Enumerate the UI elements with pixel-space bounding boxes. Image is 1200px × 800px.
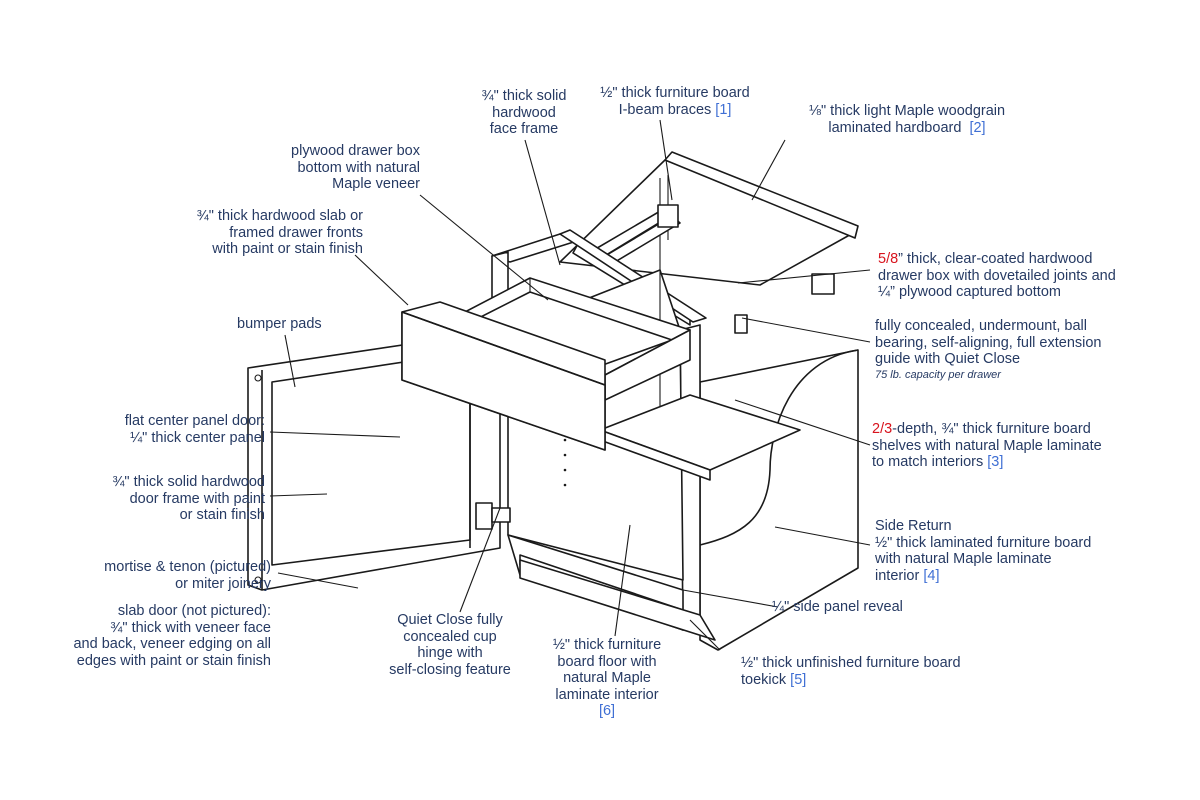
callout-ibeam-braces: ½" thick furniture board I-beam braces [… <box>580 85 770 118</box>
floor-line-2: board floor with <box>557 653 657 670</box>
drawer-box-line-2: drawer box with dovetailed joints and <box>878 267 1116 284</box>
hinge-line-4: self-closing feature <box>389 661 511 678</box>
callout-bumper-pads: bumper pads <box>237 316 347 333</box>
slab-door-line-2: ¾" thick with veneer face <box>110 619 271 636</box>
callout-center-panel: flat center panel door: ¼" thick center … <box>100 413 265 446</box>
guide-line-2: bearing, self-aligning, full extension <box>875 334 1102 351</box>
shelves-line-2: shelves with natural Maple laminate <box>872 437 1102 454</box>
door-frame-line-3: or stain finish <box>179 507 265 523</box>
slab-door-line-3: and back, veneer edging on all <box>73 636 271 652</box>
side-return-line-3: with natural Maple laminate <box>875 551 1052 567</box>
shelves-ref: [3] <box>987 454 1004 470</box>
drawer-box-line-3: ¼” plywood captured bottom <box>878 284 1061 300</box>
center-panel-line-1: flat center panel door: <box>124 413 265 429</box>
leader-lines <box>269 119 871 651</box>
shelves-line-1: -depth, ¾" thick furniture board <box>892 421 1091 437</box>
callout-hardboard: ⅛" thick light Maple woodgrain laminated… <box>790 103 1024 136</box>
joinery-line-2: or miter joinery <box>175 575 271 592</box>
drawer-box-depth: 5/8 <box>878 251 899 267</box>
hardboard-line-2: laminated hardboard <box>828 119 962 136</box>
callout-shelves: 2/3-depth, ¾" thick furniture board shel… <box>872 421 1172 471</box>
callout-toekick: ½" thick unfinished furniture board toek… <box>741 655 991 688</box>
callout-side-panel-reveal: ¼" side panel reveal <box>772 599 922 616</box>
callout-drawer-guide: fully concealed, undermount, ball bearin… <box>875 318 1155 382</box>
guide-capacity-note: 75 lb. capacity per drawer <box>875 368 1001 381</box>
floor-ref: [6] <box>598 703 616 719</box>
ibeam-line-1: ½" thick furniture board <box>600 85 750 101</box>
toekick <box>519 559 716 641</box>
callout-face-frame: ¾" thick solid hardwood face frame <box>458 88 590 138</box>
callout-drawer-box: 5/8” thick, clear-coated hardwood drawer… <box>878 251 1178 301</box>
callout-slab-door: slab door (not pictured): ¾" thick with … <box>50 603 271 669</box>
toekick-ref: [5] <box>790 671 807 688</box>
guide-line-3: guide with Quiet Close <box>875 351 1021 367</box>
hinge-line-1: Quiet Close fully <box>397 612 503 628</box>
face-frame-line-3: face frame <box>489 121 559 137</box>
callout-drawer-bottom: plywood drawer box bottom with natural M… <box>248 143 420 193</box>
hardboard-ref: [2] <box>969 119 986 136</box>
callout-floor: ½" thick furniture board floor with natu… <box>537 637 677 720</box>
callout-joinery: mortise & tenon (pictured) or miter join… <box>80 559 271 592</box>
cabinet-door <box>247 334 511 591</box>
floor-line-3: natural Maple <box>563 670 651 686</box>
drawer-fronts-line-3: with paint or stain finish <box>212 241 363 257</box>
floor-line-4: laminate interior <box>555 686 659 703</box>
bumper-text: bumper pads <box>237 316 322 332</box>
callout-drawer-fronts: ¾" thick hardwood slab or framed drawer … <box>170 208 363 258</box>
callout-door-frame: ¾" thick solid hardwood door frame with … <box>100 474 265 524</box>
drawer-box-line-1: ” thick, clear-coated hardwood <box>898 251 1093 267</box>
drawer-fronts-line-2: framed drawer fronts <box>229 224 363 241</box>
center-panel-line-2: ¼" thick center panel <box>130 429 265 446</box>
ibeam-ref: [1] <box>715 101 732 118</box>
side-return-line-4: interior <box>875 567 920 584</box>
drawer-front <box>401 301 606 451</box>
drawer-bottom-line-1: plywood drawer box <box>291 143 420 159</box>
toekick-line-2: toekick <box>741 671 787 688</box>
door-frame-line-2: door frame with paint <box>129 490 265 507</box>
callout-hinge: Quiet Close fully concealed cup hinge wi… <box>370 612 530 678</box>
cabinet-top-frame <box>559 151 859 286</box>
shelves-line-3: to match interiors <box>872 454 984 470</box>
side-return-ref: [4] <box>923 567 940 584</box>
reveal-text: ¼" side panel reveal <box>772 599 903 615</box>
joinery-line-1: mortise & tenon (pictured) <box>104 559 271 575</box>
hinge-line-2: concealed cup <box>403 628 497 645</box>
slab-door-line-1: slab door (not pictured): <box>117 603 271 619</box>
slab-door-line-4: edges with paint or stain finish <box>76 652 271 669</box>
guide-line-1: fully concealed, undermount, ball <box>875 318 1087 334</box>
ibeam-line-2: I-beam braces <box>618 101 712 118</box>
drawer-box <box>439 277 748 401</box>
drawer-bottom-line-2: bottom with natural <box>297 159 420 176</box>
hinge-line-3: hinge with <box>417 645 483 661</box>
floor-line-1: ½" thick furniture <box>552 637 662 653</box>
hardboard-line-1: ⅛" thick light Maple woodgrain <box>808 103 1006 119</box>
face-frame-line-2: hardwood <box>492 104 556 121</box>
side-return-line-1: Side Return <box>875 518 952 534</box>
drawer-fronts-line-1: ¾" thick hardwood slab or <box>196 208 363 224</box>
door-frame-line-1: ¾" thick solid hardwood <box>112 474 265 490</box>
side-return-line-2: ½" thick laminated furniture board <box>875 534 1092 551</box>
face-frame-line-1: ¾" thick solid <box>481 88 567 104</box>
callout-side-return: Side Return ½" thick laminated furniture… <box>875 518 1135 584</box>
toekick-line-1: ½" thick unfinished furniture board <box>741 655 961 671</box>
shelves-depth: 2/3 <box>872 421 893 437</box>
drawer-bottom-line-3: Maple veneer <box>332 176 420 192</box>
